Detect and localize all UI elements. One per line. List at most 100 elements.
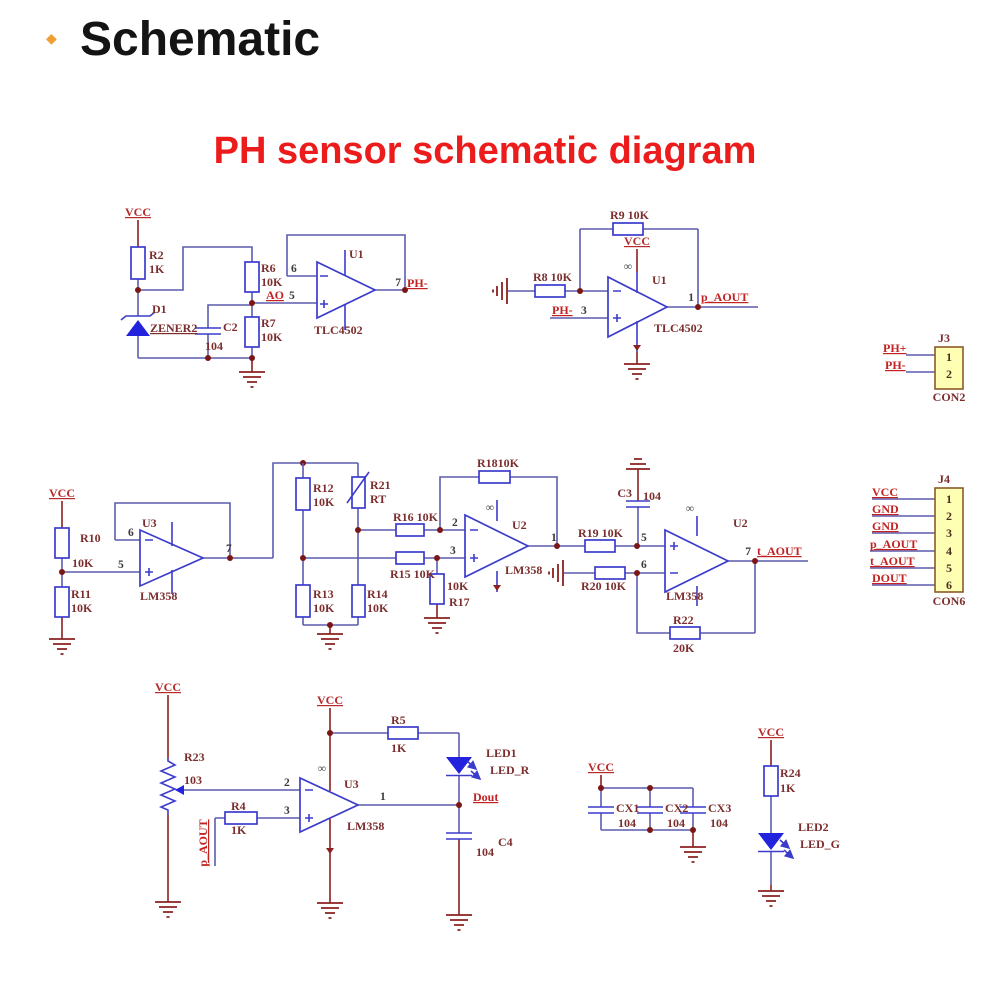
resistor-r15 xyxy=(395,551,425,565)
block-temp-output: R19 10K 5 C3 104 R20 10K 6 ∞ U2 LM358 7 … xyxy=(548,458,808,655)
block-comparator: VCC R23 103 R4 1K p_AOUT 2 3 VCC ∞ U3 LM… xyxy=(154,680,459,919)
pin-5: 5 xyxy=(641,532,647,544)
ground-icon xyxy=(679,846,707,863)
capacitor-c3 xyxy=(626,500,650,508)
connector-j4-body xyxy=(934,487,964,593)
capacitor-c4 xyxy=(446,832,472,840)
j4-pin-5: 5 xyxy=(946,561,952,575)
resistor-r14 xyxy=(351,584,366,618)
opamp-u1b-marks xyxy=(613,272,638,352)
pin-1: 1 xyxy=(380,791,386,803)
label-c4: C4 xyxy=(498,835,513,849)
thermistor-r21 xyxy=(351,476,366,509)
label-led2-net: LED_G xyxy=(800,837,840,851)
block2-wires xyxy=(507,228,758,319)
net-gnd: GND xyxy=(872,502,899,516)
net-vcc: VCC xyxy=(872,485,898,499)
pin-5: 5 xyxy=(289,290,295,302)
label-u3-part: LM358 xyxy=(347,819,384,833)
pin-3: 3 xyxy=(581,305,587,317)
block-vref-buffer: VCC R10 10K R11 10K 5 6 7 U3 LM358 xyxy=(48,460,358,655)
block6-power-wires xyxy=(167,695,331,903)
vminus-arrow-icon xyxy=(633,345,641,351)
resistor-r19 xyxy=(584,539,616,553)
label-j3: J3 xyxy=(938,331,950,345)
opamp-u1a-marks xyxy=(320,250,346,330)
pin-2: 2 xyxy=(452,517,458,529)
ground-icon xyxy=(492,277,508,305)
label-r7: R7 xyxy=(261,316,276,330)
opamp-u2a-marks xyxy=(346,471,498,592)
label-r15: R15 10K xyxy=(390,567,436,581)
j3-pin-2: 2 xyxy=(946,367,952,381)
j4-pin-2: 2 xyxy=(946,509,952,523)
resistor-r6 xyxy=(244,261,260,293)
label-u1-part: TLC4502 xyxy=(654,321,703,335)
label-r18: R1810K xyxy=(477,456,520,470)
label-c2-value: 104 xyxy=(205,339,223,353)
label-d1: D1 xyxy=(152,302,167,316)
label-cx3: CX3 xyxy=(708,801,731,815)
label-r4: R4 xyxy=(231,799,246,813)
label-r6: R6 xyxy=(261,261,276,275)
net-vcc: VCC xyxy=(624,234,650,248)
net-ph-minus: PH- xyxy=(885,358,906,372)
label-r2-value: 1K xyxy=(149,262,165,276)
led1-arrow-icon xyxy=(470,770,482,781)
label-c2: C2 xyxy=(223,320,238,334)
opamp-u3b xyxy=(299,776,361,834)
label-con6: CON6 xyxy=(933,594,966,608)
label-u1: U1 xyxy=(652,273,667,287)
page-title: Schematic xyxy=(80,13,321,66)
ground-icon xyxy=(316,633,344,650)
ground-icon xyxy=(757,890,785,907)
net-p-aout: p_AOUT xyxy=(870,537,917,551)
net-vcc: VCC xyxy=(155,680,181,694)
label-cx2: CX2 xyxy=(665,801,688,815)
label-r8: R8 10K xyxy=(533,270,573,284)
resistor-r22 xyxy=(669,626,701,640)
label-u1-part: TLC4502 xyxy=(314,323,363,337)
j4-pin-3: 3 xyxy=(946,526,952,540)
resistor-r7 xyxy=(244,316,260,348)
block6-wires xyxy=(184,732,459,866)
pin-7: 7 xyxy=(395,277,401,289)
block1-power-wires xyxy=(137,220,253,372)
label-cx1: CX1 xyxy=(616,801,639,815)
capacitors-cx1-cx2-cx3 xyxy=(588,806,706,814)
connector-j4: J4 1 2 3 4 5 6 CON6 VCC GND GND p_AOUT t… xyxy=(870,472,965,608)
label-r11-value: 10K xyxy=(71,601,93,615)
ground-icon xyxy=(625,458,651,470)
opamp-u3b-marks xyxy=(305,789,313,822)
net-t-aout: t_AOUT xyxy=(757,544,802,558)
connector-j3-body xyxy=(934,346,964,390)
label-u2-part: LM358 xyxy=(505,563,542,577)
label-r5: R5 xyxy=(391,713,406,727)
label-r12: R12 xyxy=(313,481,334,495)
label-r16: R16 10K xyxy=(393,510,439,524)
label-u3: U3 xyxy=(344,777,359,791)
pin-5: 5 xyxy=(118,559,124,571)
ground-icon xyxy=(623,363,651,380)
label-r24: R24 xyxy=(780,766,801,780)
bullet-icon: ◆ xyxy=(46,30,57,46)
net-p-aout: p_AOUT xyxy=(196,819,210,866)
label-u2: U2 xyxy=(733,516,748,530)
ground-icon xyxy=(316,902,344,919)
label-r17: R17 xyxy=(449,595,470,609)
label-r7-value: 10K xyxy=(261,330,283,344)
resistor-r4 xyxy=(224,811,258,825)
net-gnd: GND xyxy=(872,519,899,533)
label-cx3-value: 104 xyxy=(710,816,728,830)
net-p-aout: p_AOUT xyxy=(701,290,748,304)
zener-d1-icon xyxy=(126,320,150,336)
label-led2: LED2 xyxy=(798,820,829,834)
label-r23: R23 xyxy=(184,750,205,764)
label-r23-value: 103 xyxy=(184,773,202,787)
label-r21-value: RT xyxy=(370,492,386,506)
label-r6-value: 10K xyxy=(261,275,283,289)
power-infinity: ∞ xyxy=(318,763,326,775)
label-c3: C3 xyxy=(617,486,632,500)
vminus-arrow-icon xyxy=(493,585,501,591)
led2-arrow-icon xyxy=(783,849,795,860)
